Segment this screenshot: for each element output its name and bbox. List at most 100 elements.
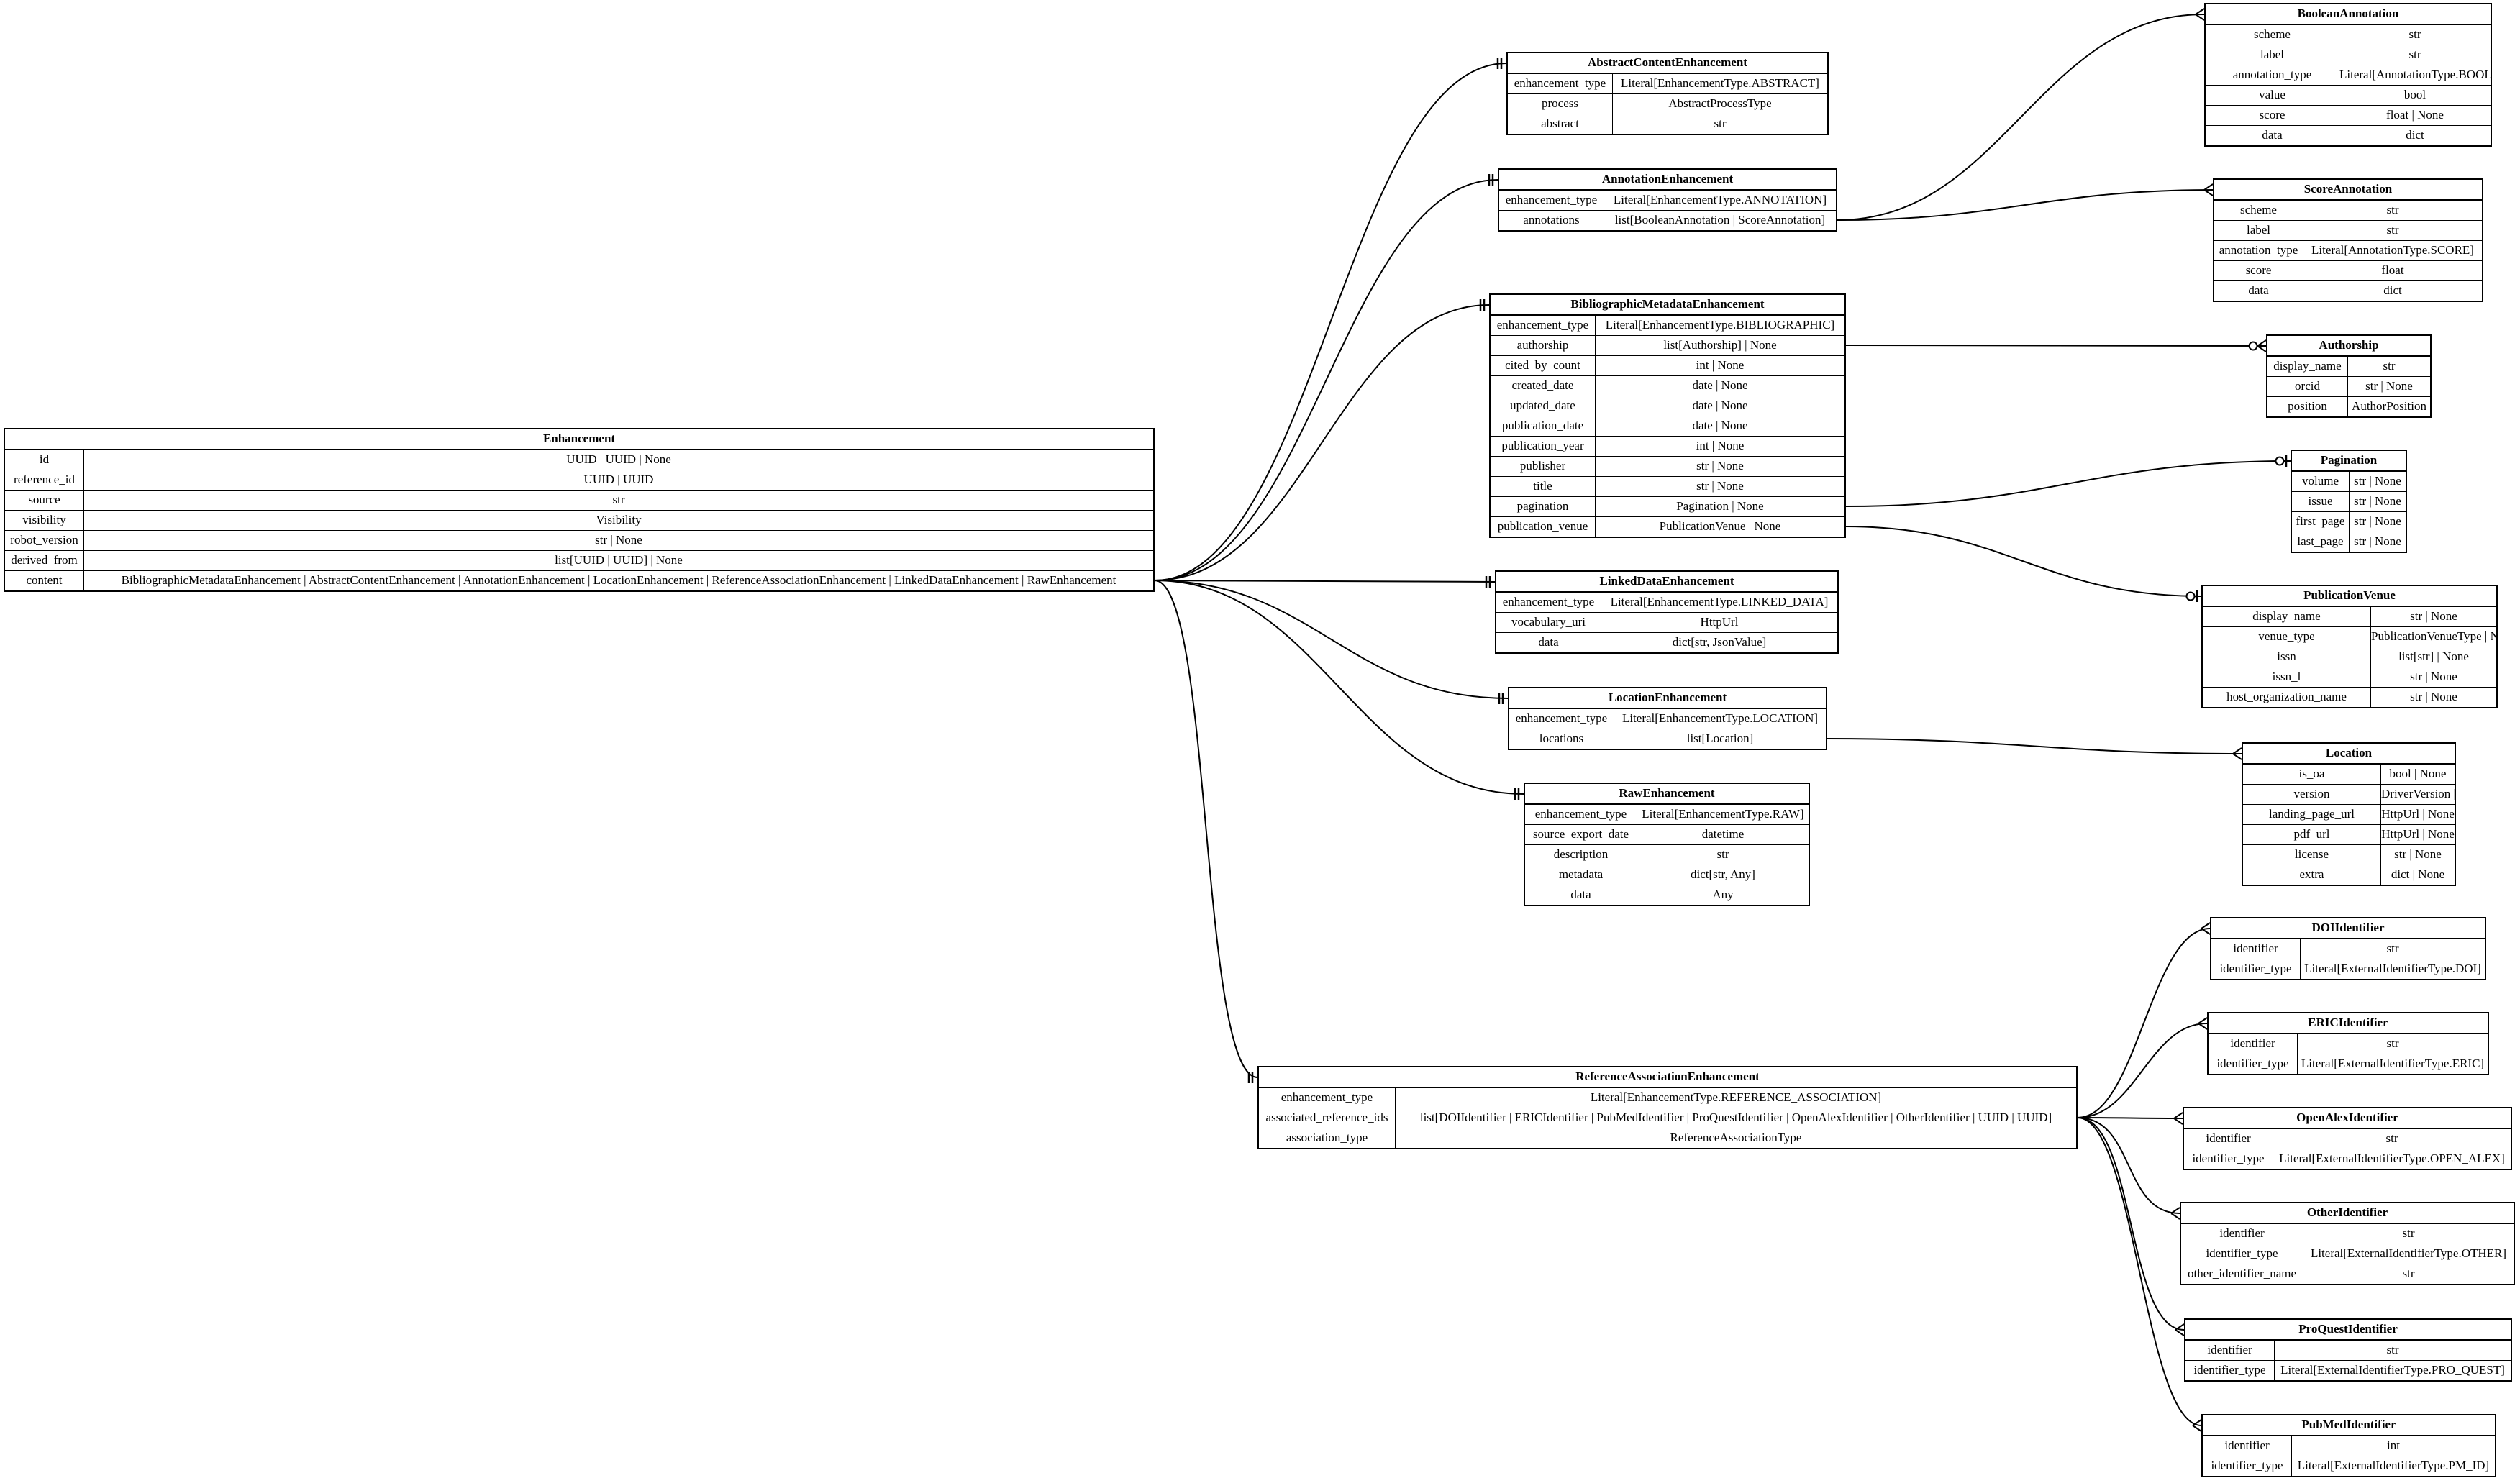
field-type: ReferenceAssociationType: [1670, 1131, 1802, 1144]
entity-title: OtherIdentifier: [2181, 1203, 2514, 1223]
entity-title: RawEnhancement: [1525, 784, 1809, 804]
field-name: value: [2206, 86, 2339, 105]
field-type: HttpUrl: [1700, 615, 1739, 629]
field-type: str: [1714, 117, 1727, 130]
field-type: DriverVersion | None: [2381, 787, 2455, 800]
field-type: UUID | UUID | None: [566, 452, 671, 466]
edge-reference-association-enhancement-to-doiidentifier: [2077, 922, 2211, 1118]
edge-reference-association-enhancement-to-pro-quest-identifier: [2077, 1117, 2185, 1336]
field-row-score: score float: [2214, 260, 2482, 280]
field-type: Literal[ExternalIdentifierType.OPEN_ALEX…: [2279, 1151, 2505, 1165]
field-name: identifier_type: [2203, 1456, 2292, 1476]
field-name: reference_id: [5, 470, 84, 490]
field-row-label: label str: [2214, 220, 2482, 240]
field-name: data: [2206, 126, 2339, 145]
entity-title: BibliographicMetadataEnhancement: [1491, 295, 1844, 315]
field-row-association-type: association_type ReferenceAssociationType: [1259, 1128, 2076, 1148]
field-type: dict | None: [2391, 867, 2445, 881]
field-name: identifier_type: [2185, 1361, 2275, 1380]
field-type: str: [1716, 847, 1729, 861]
field-name: locations: [1509, 729, 1614, 749]
field-name: landing_page_url: [2243, 805, 2381, 824]
field-row-enhancement-type: enhancement_type Literal[EnhancementType.…: [1525, 804, 1809, 824]
field-type: HttpUrl | None: [2381, 807, 2455, 821]
field-name: abstract: [1508, 114, 1613, 134]
field-type: Literal[EnhancementType.RAW]: [1642, 807, 1804, 821]
edge-reference-association-enhancement-to-ericidentifier: [2077, 1017, 2208, 1118]
field-type: str | None: [1696, 479, 1744, 493]
field-type: Pagination | None: [1676, 499, 1764, 513]
field-name: data: [1525, 885, 1637, 905]
entity-title: ReferenceAssociationEnhancement: [1259, 1067, 2076, 1087]
field-type: str | None: [2354, 534, 2401, 548]
field-name: label: [2214, 221, 2303, 240]
field-row-title: title str | None: [1491, 476, 1844, 496]
entity-title: ERICIdentifier: [2209, 1013, 2488, 1034]
field-name: score: [2214, 261, 2303, 280]
field-name: metadata: [1525, 865, 1637, 885]
field-name: publication_year: [1491, 437, 1596, 456]
field-name: description: [1525, 845, 1637, 865]
field-type: str: [2386, 223, 2399, 237]
field-type: float | None: [2386, 108, 2444, 122]
field-name: score: [2206, 106, 2339, 125]
field-name: extra: [2243, 865, 2381, 885]
field-name: title: [1491, 477, 1596, 496]
field-type: bool: [2403, 88, 2426, 101]
field-type: Literal[ExternalIdentifierType.DOI]: [2304, 962, 2481, 975]
field-name: source_export_date: [1525, 825, 1637, 844]
field-row-description: description str: [1525, 844, 1809, 865]
field-name: source: [5, 491, 84, 510]
field-name: cited_by_count: [1491, 356, 1596, 375]
entity-title: PublicationVenue: [2203, 586, 2496, 606]
field-type: str | None: [1696, 459, 1744, 473]
field-name: enhancement_type: [1525, 805, 1637, 824]
field-name: orcid: [2267, 377, 2348, 396]
field-name: association_type: [1259, 1128, 1396, 1148]
field-name: enhancement_type: [1509, 709, 1614, 729]
field-name: identifier_type: [2209, 1054, 2298, 1074]
field-type: float: [2381, 263, 2404, 277]
entity-title: PubMedIdentifier: [2203, 1415, 2495, 1436]
field-name: identifier: [2203, 1436, 2292, 1456]
field-type: str | None: [2410, 609, 2457, 623]
field-type: str: [2386, 203, 2399, 216]
field-type: str: [2402, 1226, 2415, 1240]
field-name: version: [2243, 785, 2381, 804]
field-type: str | None: [2354, 514, 2401, 528]
